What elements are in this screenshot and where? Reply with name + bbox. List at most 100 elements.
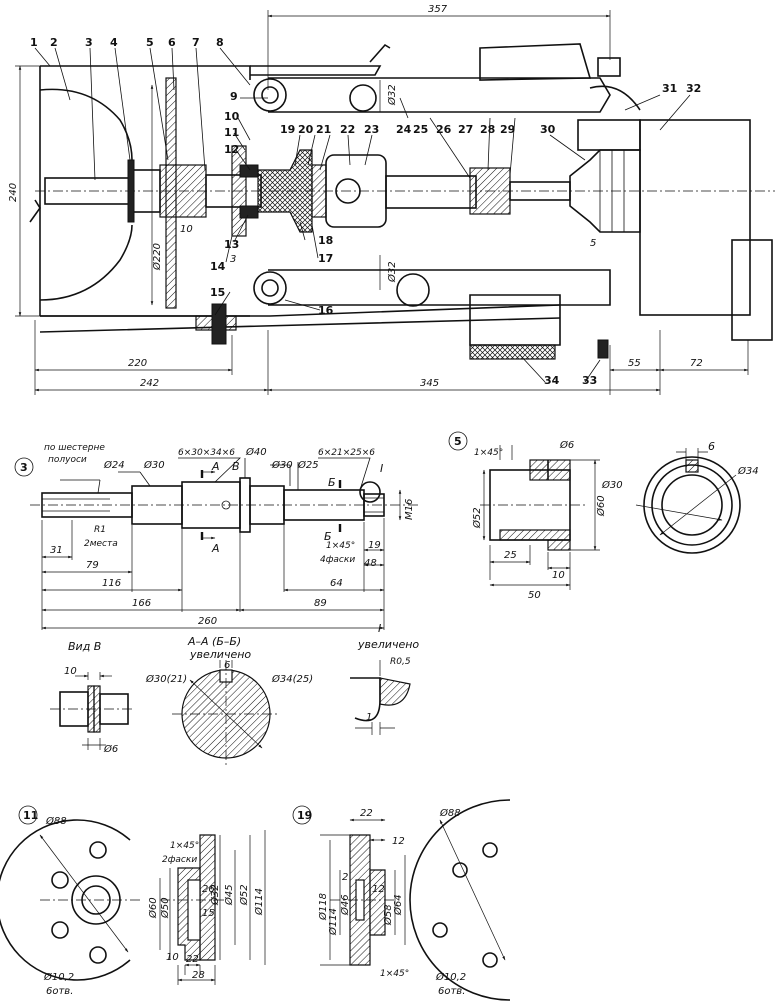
part-19 [292, 799, 511, 1001]
callout-19: 19 [297, 809, 312, 822]
part-number: 3 [85, 36, 93, 49]
part-number: 24 [396, 123, 412, 136]
section-aa-title: А–А (Б–Б) [187, 635, 241, 648]
dim-5: 5 [590, 238, 596, 249]
detail-i-title: I [378, 622, 381, 635]
part-number: 17 [318, 252, 333, 265]
dia-24: Ø24 [103, 459, 125, 471]
dim-12b: 12 [372, 884, 385, 895]
gear-note: по шестерне [44, 443, 105, 453]
part-number: 33 [582, 374, 597, 387]
dim-48: 48 [364, 558, 377, 569]
dia-114: Ø114 [327, 908, 339, 936]
part-number: 21 [316, 123, 331, 136]
dim-357: 357 [428, 4, 448, 15]
dim-166: 166 [132, 598, 151, 609]
section-aa-labels: А–А (Б–Б) увеличено 6 Ø30(21) Ø34(25) [145, 635, 313, 685]
dia-34-25: Ø34(25) [271, 673, 313, 685]
thread-m16: M16 [404, 499, 415, 520]
part-number: 27 [458, 123, 473, 136]
dia-60: Ø60 [595, 495, 607, 517]
dia-52: Ø52 [238, 884, 250, 906]
part19-labels: 19 22 12 2 12 Ø118 Ø114 Ø46 Ø58 Ø64 1×45… [297, 807, 466, 997]
part-number: 18 [318, 234, 333, 247]
dim-10: 10 [64, 666, 77, 677]
dim-240: 240 [8, 183, 19, 202]
dia-32: Ø32 [209, 884, 221, 906]
chamfer: 1×45° [326, 541, 355, 551]
part-number: 5 [146, 36, 154, 49]
part-5 [448, 431, 741, 590]
part-number: 6 [168, 36, 176, 49]
dim-25: 25 [504, 550, 517, 561]
dim-220: 220 [128, 358, 147, 369]
radius-r05: R0,5 [390, 657, 411, 667]
dia-52: Ø52 [471, 507, 483, 529]
detail-i [350, 660, 411, 735]
view-b-labels: Вид В 10 Ø6 [64, 640, 118, 755]
dia-88: Ø88 [45, 815, 67, 827]
section-aa-sub: увеличено [189, 648, 251, 661]
dia-34: Ø34 [737, 465, 759, 477]
dim-10: 10 [552, 570, 565, 581]
dim-10: 10 [166, 952, 179, 963]
dia-32-upper: Ø32 [386, 84, 398, 106]
dia-58: Ø58 [382, 904, 394, 926]
section-mark-b: Б [324, 530, 332, 543]
dim-28: 28 [192, 970, 205, 981]
part-number: 8 [216, 36, 224, 49]
dia-40: Ø40 [245, 446, 267, 458]
dia-30: Ø30 [143, 459, 165, 471]
dim-15: 15 [202, 908, 215, 919]
part-number: 32 [686, 82, 701, 95]
section-mark-a: А [211, 460, 220, 473]
part-11 [0, 805, 266, 985]
dim-22: 22 [186, 954, 199, 965]
dia-30: Ø30 [601, 479, 623, 491]
dia-88: Ø88 [439, 807, 461, 819]
shaft-detail-3 [14, 457, 420, 630]
dim-22: 22 [360, 808, 373, 819]
part-number: 14 [210, 260, 226, 273]
part11-labels: 11 Ø88 Ø10,2 6отв. 1×45° 2фаски Ø60 Ø50 … [23, 809, 265, 997]
gear-note: полуоси [48, 455, 87, 465]
part-number: 4 [110, 36, 118, 49]
dia-32-lower: Ø32 [386, 261, 398, 283]
part-number: 20 [298, 123, 314, 136]
holes-count: 6отв. [46, 986, 73, 997]
dia-60: Ø60 [147, 897, 159, 919]
dim-55: 55 [628, 358, 641, 369]
dia-30-21: Ø30(21) [145, 673, 187, 685]
chamfer: 1×45° [474, 448, 503, 458]
dia-30b: Ø30 [271, 459, 293, 471]
dia-118: Ø118 [317, 893, 329, 921]
callout-3: 3 [20, 461, 28, 474]
holes-count: 6отв. [438, 986, 465, 997]
places: 2места [84, 539, 118, 549]
dim-72: 72 [690, 358, 703, 369]
view-b-title: Вид В [68, 640, 101, 653]
part-number: 2 [50, 36, 58, 49]
dim-64: 64 [330, 578, 343, 589]
part-number: 30 [540, 123, 556, 136]
dim-6: 6 [224, 660, 230, 671]
dim-89: 89 [314, 598, 327, 609]
dim-260: 260 [198, 616, 217, 627]
view-b [50, 672, 135, 750]
dim-2: 2 [342, 872, 348, 883]
dim-242: 242 [140, 378, 159, 389]
dia-46: Ø46 [339, 894, 351, 916]
section-mark-b: Б [328, 476, 336, 489]
dim-3: 3 [230, 254, 236, 265]
shaft-labels: 3 по шестерне полуоси Ø24 Ø30 6×30×34×6 … [20, 443, 415, 627]
part-number: 25 [413, 123, 428, 136]
dim-50: 50 [528, 590, 541, 601]
detail-ref-i: I [380, 462, 383, 475]
part-number-labels: 1 2 3 4 5 6 7 8 9 10 11 12 13 14 15 16 1… [30, 36, 701, 387]
part-number: 16 [318, 304, 334, 317]
detail-i-sub: увеличено [357, 638, 419, 651]
part-number: 29 [500, 123, 515, 136]
section-mark-a: А [211, 542, 220, 555]
part-number: 19 [280, 123, 295, 136]
